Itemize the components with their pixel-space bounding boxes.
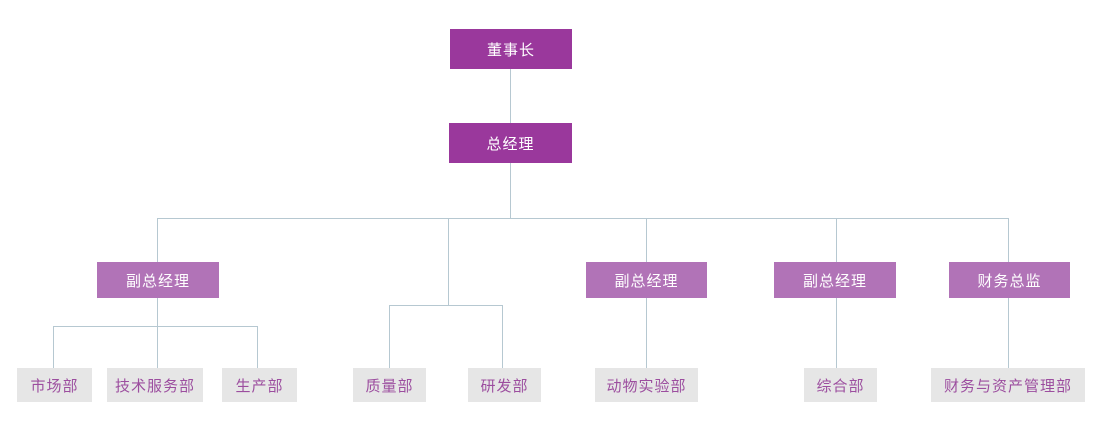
connector-gm-drop (510, 163, 511, 218)
node-cfo[interactable]: 财务总监 (949, 262, 1070, 298)
node-rd-dept[interactable]: 研发部 (468, 368, 541, 402)
connector-drop-tech-service (157, 326, 158, 368)
connector-main-bus (157, 218, 1008, 219)
node-general-affairs-dept[interactable]: 综合部 (804, 368, 877, 402)
connector-drop-rd (502, 305, 503, 368)
node-general-manager[interactable]: 总经理 (449, 123, 572, 163)
connector-bus-unlabeled-group (389, 305, 502, 306)
connector-vice-gm-2-animal-lab (646, 298, 647, 368)
connector-drop-vice-gm-3 (836, 218, 837, 262)
node-finance-asset-dept[interactable]: 财务与资产管理部 (931, 368, 1085, 402)
node-marketing-dept[interactable]: 市场部 (17, 368, 92, 402)
node-animal-lab-dept[interactable]: 动物实验部 (595, 368, 698, 402)
connector-drop-vice-gm-1 (157, 218, 158, 262)
connector-cfo-finance-asset (1008, 298, 1009, 368)
connector-drop-unlabeled-group (448, 218, 449, 305)
connector-chairman-gm (510, 69, 511, 123)
connector-vice-gm-1-down (157, 298, 158, 326)
connector-drop-vice-gm-2 (646, 218, 647, 262)
connector-drop-marketing (53, 326, 54, 368)
node-chairman[interactable]: 董事长 (450, 29, 572, 69)
connector-vice-gm-3-general-affairs (836, 298, 837, 368)
node-vice-gm-3[interactable]: 副总经理 (774, 262, 896, 298)
node-vice-gm-1[interactable]: 副总经理 (97, 262, 219, 298)
connector-drop-quality (389, 305, 390, 368)
connector-bus-vice-gm-1 (53, 326, 257, 327)
node-quality-dept[interactable]: 质量部 (353, 368, 426, 402)
node-production-dept[interactable]: 生产部 (222, 368, 297, 402)
node-tech-service-dept[interactable]: 技术服务部 (107, 368, 203, 402)
connector-drop-cfo (1008, 218, 1009, 262)
node-vice-gm-2[interactable]: 副总经理 (586, 262, 707, 298)
connector-drop-production (257, 326, 258, 368)
